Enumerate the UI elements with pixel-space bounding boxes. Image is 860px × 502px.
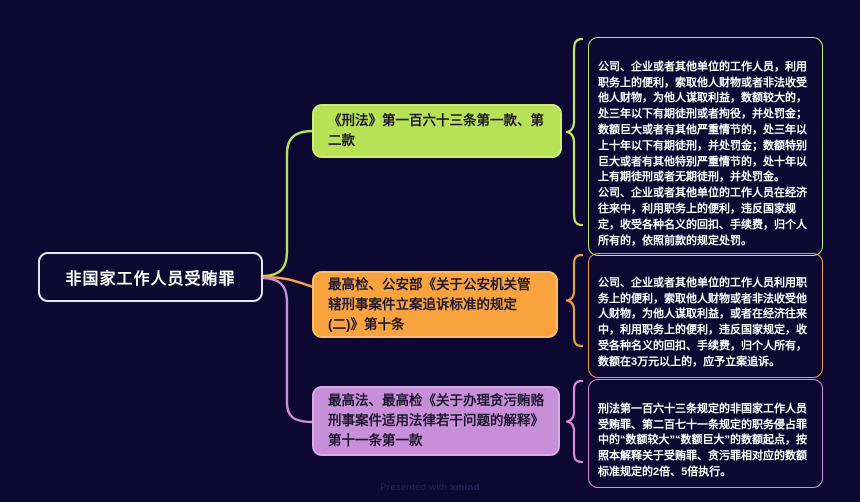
brace-criminal-law-163 — [565, 37, 584, 227]
connector-judicial-interpretation — [260, 276, 315, 424]
watermark-prefix: Presented with — [380, 482, 451, 493]
topic-judicial-interpretation[interactable]: 最高法、最高检《关于办理贪污贿赂刑事案件适用法律若干问题的解释》第十一条第一款 — [312, 386, 560, 456]
detail-prosecution-standard[interactable]: 公司、企业或者其他单位的工作人员利用职务上的便利，索取他人财物或者非法收受他人财… — [588, 253, 823, 378]
topic-label: 最高法、最高检《关于办理贪污贿赂刑事案件适用法律若干问题的解释》第十一条第一款 — [328, 393, 544, 448]
detail-criminal-law-163[interactable]: 公司、企业或者其他单位的工作人员，利用职务上的便利，索取他人财物或者非法收受他人… — [588, 37, 823, 257]
detail-text: 公司、企业或者其他单位的工作人员利用职务上的便利，索取他人财物或者非法收受他人财… — [598, 276, 807, 368]
detail-text: 公司、企业或者其他单位的工作人员，利用职务上的便利，索取他人财物或者非法收受他人… — [598, 60, 807, 247]
detail-text: 刑法第一百六十三条规定的非国家工作人员受贿罪、第二百七十一条规定的职务侵占罪中的… — [598, 402, 807, 478]
xmind-watermark: Presented with xmind — [0, 482, 860, 493]
connector-criminal-law — [260, 129, 315, 278]
watermark-brand: xmind — [450, 482, 480, 493]
topic-label: 最高检、公安部《关于公安机关管辖刑事案件立案追诉标准的规定(二)》第十条 — [328, 276, 531, 332]
topic-prosecution-standard[interactable]: 最高检、公安部《关于公安机关管辖刑事案件立案追诉标准的规定(二)》第十条 — [312, 271, 558, 338]
brace-judicial-interpretation — [565, 379, 584, 464]
brace-prosecution-standard — [565, 253, 584, 348]
detail-judicial-interpretation[interactable]: 刑法第一百六十三条规定的非国家工作人员受贿罪、第二百七十一条规定的职务侵占罪中的… — [588, 379, 823, 488]
root-topic[interactable]: 非国家工作人员受贿罪 — [38, 252, 263, 302]
brace-path — [565, 37, 584, 227]
topic-criminal-law-163[interactable]: 《刑法》第一百六十三条第一款、第二款 — [312, 104, 562, 158]
root-topic-label: 非国家工作人员受贿罪 — [65, 271, 236, 288]
brace-path — [565, 253, 584, 348]
topic-label: 《刑法》第一百六十三条第一款、第二款 — [328, 113, 544, 148]
brace-path — [565, 379, 584, 464]
